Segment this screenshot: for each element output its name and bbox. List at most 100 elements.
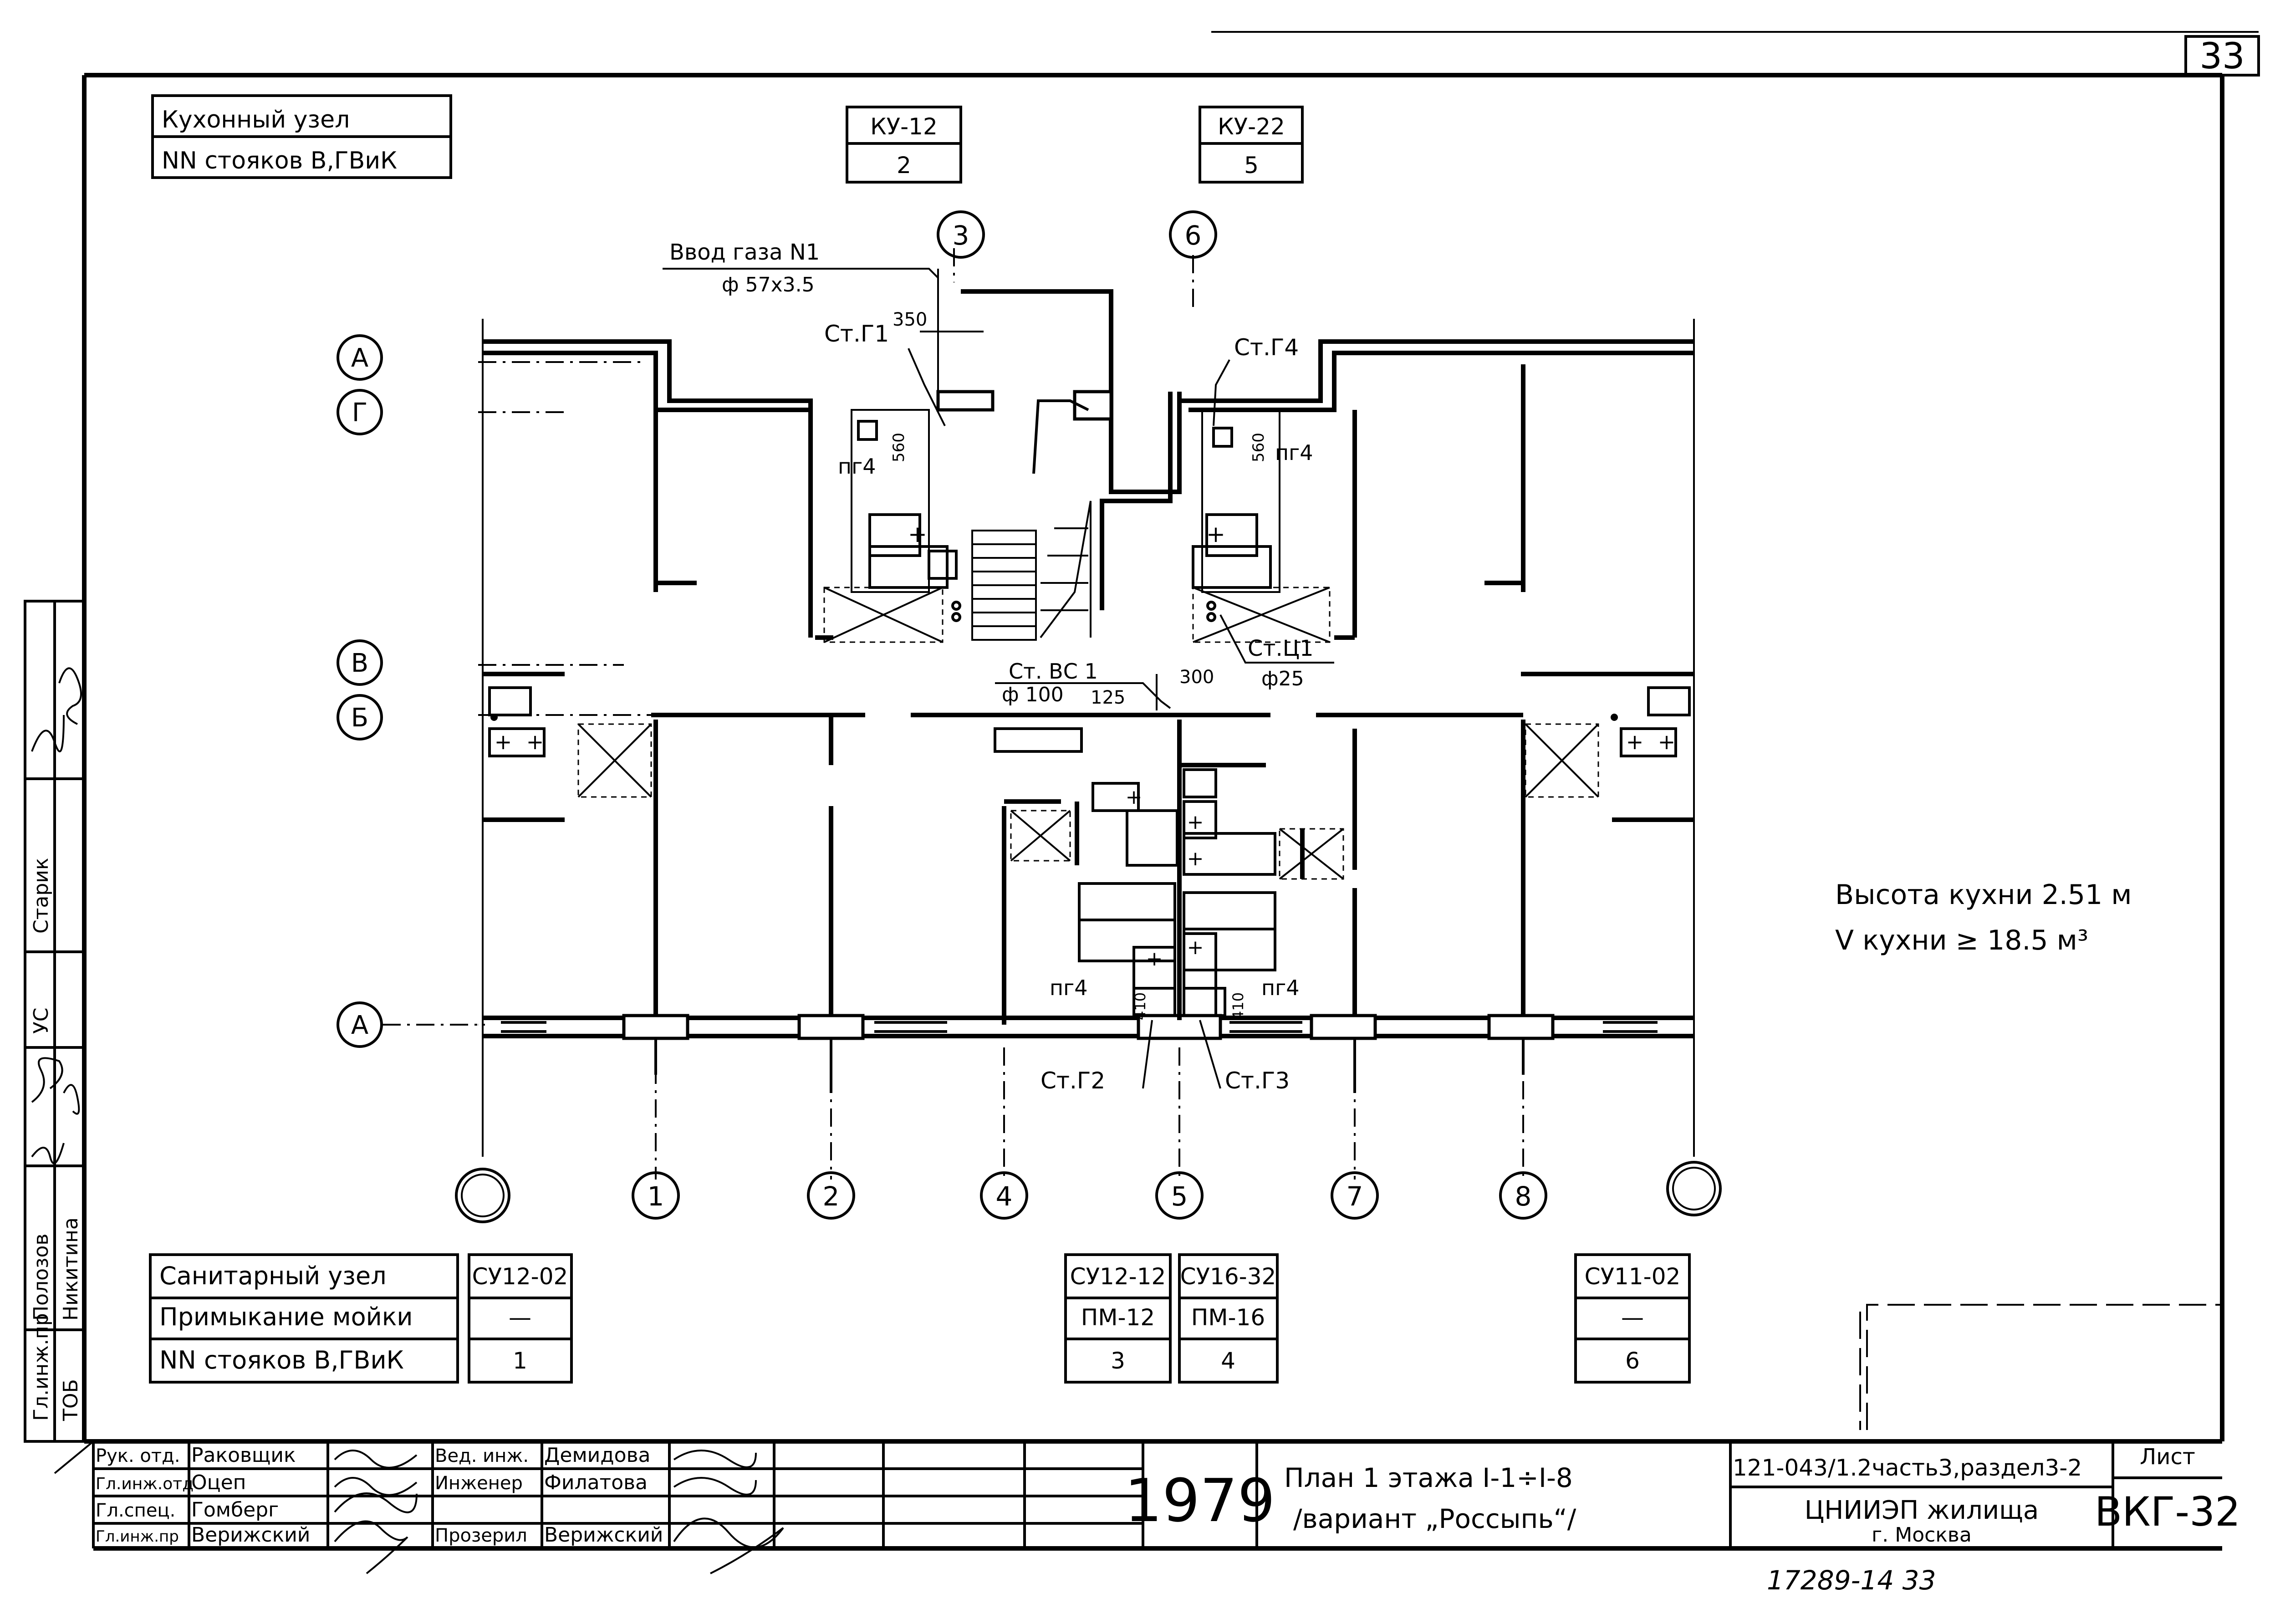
tb-name-6: Филатова [544, 1471, 648, 1494]
stove-label-pg4-3: пг4 [1050, 975, 1088, 1000]
riser-g1-label: Ст.Г1 [824, 321, 889, 347]
riser-vs1-dim2: 300 [1179, 667, 1214, 688]
plus-mark: + [908, 521, 927, 547]
svg-text:+: + [526, 730, 544, 754]
riser-c1-pipe: ф25 [1261, 667, 1304, 690]
gas-input-pipe: ф 57х3.5 [722, 273, 815, 296]
sanitary-c1-r2: — [509, 1304, 531, 1331]
tb-title-line1: План 1 этажа I-1÷I-8 [1284, 1462, 1573, 1493]
building-walls [483, 289, 1694, 1093]
tb-name-4: Верижский [191, 1523, 310, 1547]
svg-text:+: + [1187, 847, 1204, 870]
sanitary-c1-r1: СУ12-02 [472, 1263, 568, 1290]
tb-name-3: Гомберг [191, 1498, 279, 1522]
tb-role-4: Гл.инж.пр [96, 1527, 179, 1546]
signature-side-2 [31, 715, 65, 753]
tb-role-7: Прозерил [435, 1525, 527, 1546]
tb-name-5: Демидова [544, 1444, 650, 1467]
dim-560-left: 560 [890, 433, 908, 462]
side-stamp-role-3: ТОБ [59, 1379, 82, 1421]
tb-name-7: Верижский [544, 1523, 663, 1547]
sanitary-c2-r3: 3 [1111, 1348, 1125, 1374]
side-stamp-role-1: Гл.инж.пр [30, 1313, 53, 1421]
title-block: Рук. отд. Раковщик Гл.инж.отд Оцеп Гл.сп… [54, 1439, 2240, 1574]
signature-1 [334, 1450, 418, 1469]
dim-560-right: 560 [1250, 433, 1268, 462]
tb-year: 1979 [1125, 1466, 1275, 1535]
sanitary-row3: NN стояков В,ГВиК [159, 1346, 404, 1374]
side-stamp: Гл.инж.пр Полозов Никитина ТОБ УС Старик [24, 600, 86, 1443]
gas-input-dim: 350 [893, 309, 927, 330]
sanitary-c4-r2: — [1621, 1304, 1644, 1331]
tb-project-code: 121-043/1.2часть3,раздел3-2 [1733, 1455, 2082, 1481]
dim-410-left: 410 [1132, 992, 1149, 1020]
sanitary-c3-r2: ПМ-16 [1191, 1304, 1265, 1331]
riser-g3-label: Ст.Г3 [1225, 1067, 1290, 1094]
riser-g2-label: Ст.Г2 [1041, 1067, 1105, 1094]
sanitary-table: Санитарный узел Примыкание мойки NN стоя… [149, 1253, 1691, 1384]
kitchen-table-row1: Кухонный узел [162, 106, 350, 133]
kitchen-unit-riser-2: 5 [1244, 152, 1259, 179]
stove-label-pg4-4: пг4 [1261, 975, 1300, 1000]
sanitary-c1-r3: 1 [513, 1348, 527, 1374]
tb-role-3: Гл.спец. [96, 1500, 175, 1521]
svg-text:+: + [1206, 521, 1225, 547]
signature-3 [334, 1492, 418, 1513]
gas-input-annotation: Ввод газа N1 ф 57х3.5 350 [663, 240, 984, 401]
central-sanitary-block: + + + + + [994, 720, 1344, 1020]
tb-role-6: Инженер [435, 1473, 523, 1494]
svg-text:+: + [1187, 936, 1204, 959]
axis-2: 2 [823, 1181, 840, 1212]
sanitary-row2: Примыкание мойки [159, 1302, 413, 1331]
riser-vs1-label: Ст. ВС 1 [1009, 659, 1098, 684]
riser-annotations: Ст.Г1 Ст.Г4 560 560 пг4 пг4 Ст. ВС 1 ф 1… [824, 321, 1334, 1094]
riser-vs1-pipe: ф 100 [1002, 683, 1064, 706]
right-bathroom: + + [1525, 686, 1691, 798]
tb-role-5: Вед. инж. [435, 1445, 529, 1466]
tb-role-1: Рук. отд. [96, 1445, 180, 1466]
signature-6 [673, 1477, 757, 1496]
kitchen-unit-riser-1: 2 [897, 152, 911, 179]
axis-v: В [351, 649, 368, 678]
kitchen-info: Высота кухни 2.51 м V кухни ≥ 18.5 м³ [1835, 879, 2132, 956]
kitchen-table-row2: NN стояков В,ГВиК [162, 147, 397, 174]
sanitary-c4-r3: 6 [1625, 1348, 1640, 1374]
axis-4: 4 [996, 1181, 1013, 1212]
kitchen-unit-code-1: КУ-12 [870, 113, 938, 140]
signature-2 [334, 1477, 418, 1496]
signature-side-1 [58, 667, 82, 725]
axis-1: 1 [648, 1181, 664, 1212]
tb-title-line2: /вариант „Россыпь“/ [1293, 1503, 1576, 1534]
svg-text:+: + [1146, 947, 1163, 970]
side-stamp-name-1: Полозов [30, 1234, 53, 1321]
side-stamp-name-3: Никитина [59, 1217, 82, 1321]
tb-name-2: Оцеп [191, 1471, 246, 1494]
side-stamp-name-2: Старик [30, 858, 53, 934]
tb-name-1: Раковщик [191, 1444, 296, 1467]
dim-410-right: 410 [1229, 992, 1247, 1020]
archive-number: 17289-14 33 [1767, 1565, 1936, 1596]
sheet-number: 33 [2199, 36, 2244, 77]
stair [971, 399, 1092, 641]
signature-side-3 [31, 1057, 63, 1103]
kitchen-volume: V кухни ≥ 18.5 м³ [1835, 924, 2088, 956]
tb-sheet-code: ВКГ-32 [2095, 1488, 2240, 1535]
stove-label-pg4-2: пг4 [1275, 440, 1313, 465]
tb-org-line1: ЦНИИЭП жилища [1805, 1496, 2039, 1525]
placeholder-block [1859, 1304, 2222, 1430]
axis-a-top: А [351, 343, 368, 373]
axis-7: 7 [1347, 1181, 1363, 1212]
signature-5 [673, 1450, 757, 1468]
tb-org-line2: г. Москва [1872, 1523, 1972, 1547]
signature-4 [334, 1520, 408, 1574]
sanitary-c2-r2: ПМ-12 [1081, 1304, 1155, 1331]
svg-text:+: + [1187, 811, 1204, 834]
axis-b: Б [351, 703, 368, 733]
sanitary-c4-r1: СУ11-02 [1585, 1263, 1681, 1290]
axis-5: 5 [1171, 1181, 1188, 1212]
axis-6: 6 [1185, 220, 1202, 251]
stove-label-pg4-1: пг4 [838, 454, 876, 479]
svg-text:+: + [1126, 786, 1143, 809]
